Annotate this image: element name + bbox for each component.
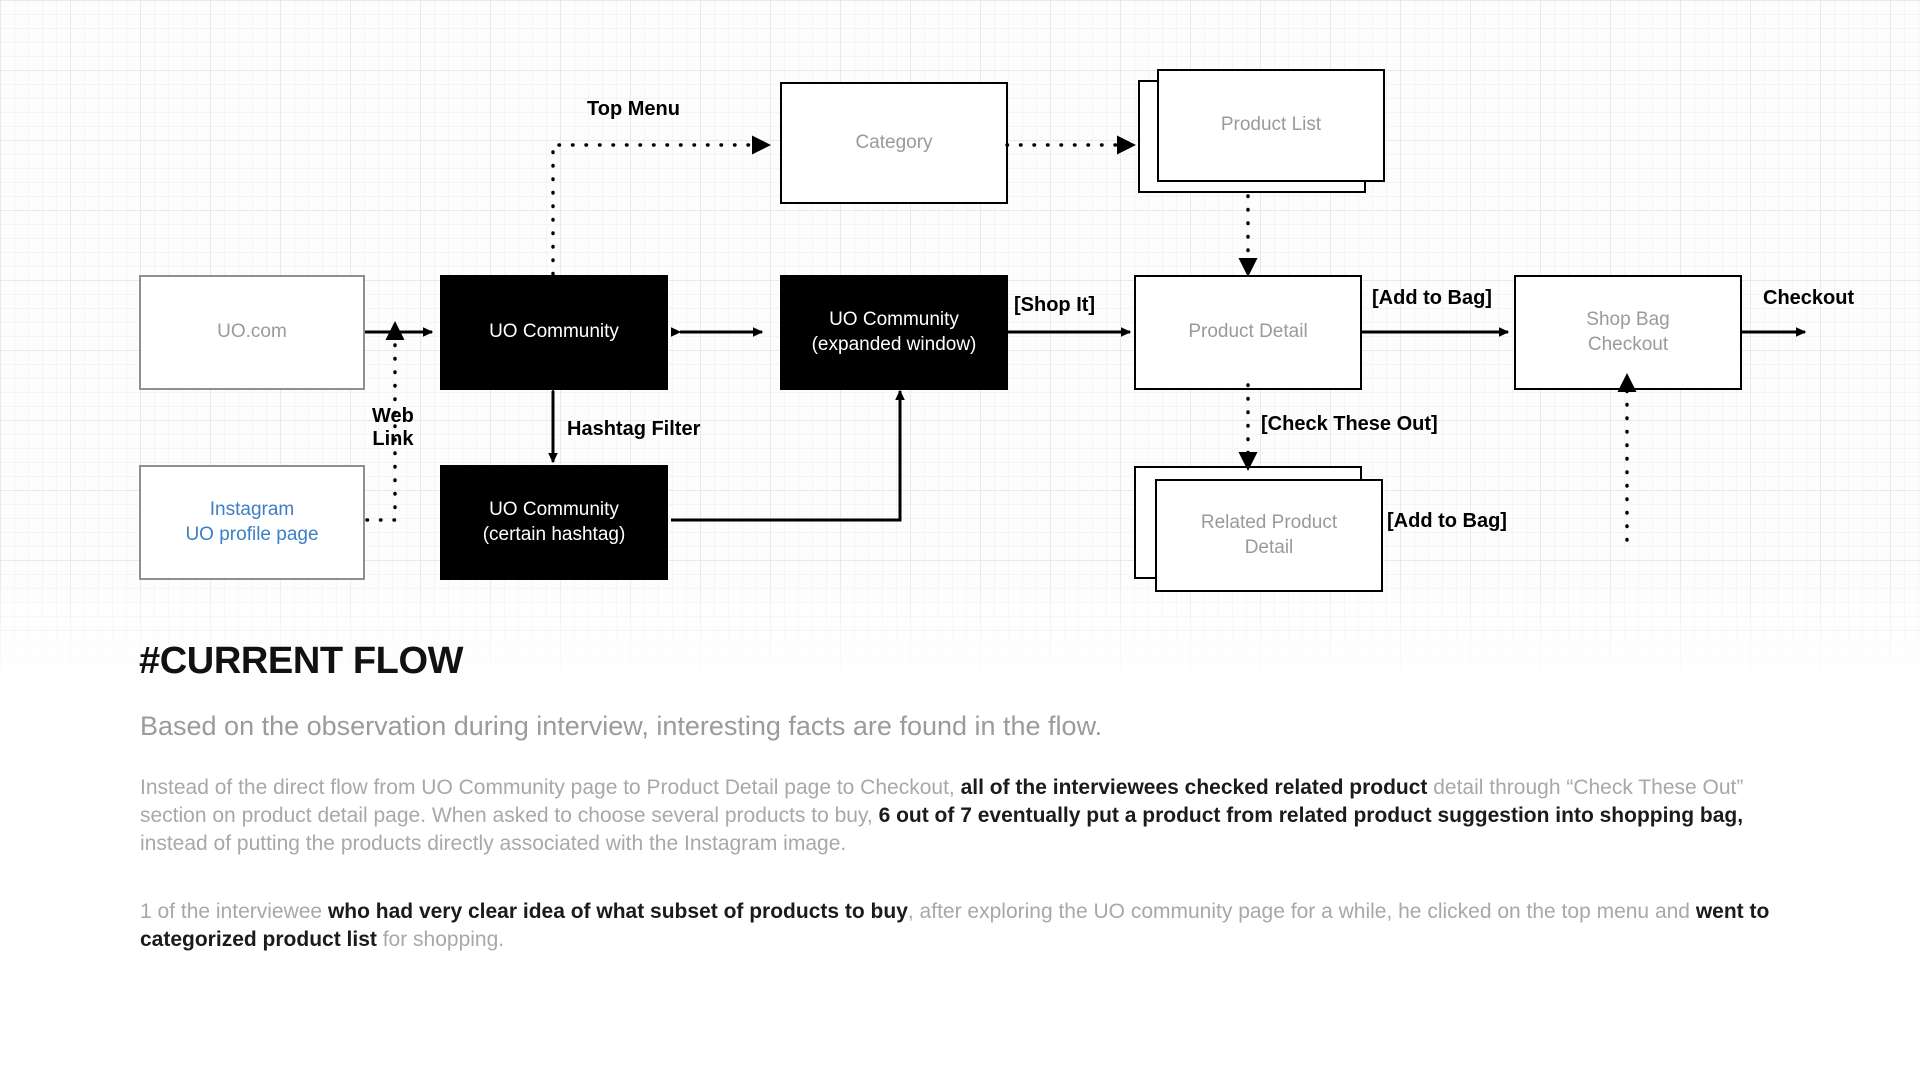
paragraph-two: 1 of the interviewee who had very clear …	[140, 898, 1780, 954]
emphasis-text: went to categorized product list	[140, 900, 1770, 951]
paragraph-one: Instead of the direct flow from UO Commu…	[140, 774, 1780, 858]
emphasis-text: 6 out of 7 eventually put a product from…	[878, 803, 1744, 827]
body-text: , after exploring the UO community page …	[907, 900, 1696, 923]
page-title: #CURRENT FLOW	[139, 640, 464, 682]
body-text: 1 of the interviewee	[140, 900, 328, 923]
diagram-connectors	[365, 135, 1807, 542]
edge-label-add-to-bag-related: [Add to Bag]	[1387, 510, 1507, 532]
body-text: instead of putting the products directly…	[140, 831, 847, 855]
emphasis-text: who had very clear idea of what subset o…	[327, 900, 908, 923]
body-text: for shopping.	[376, 927, 505, 951]
edge-label-web-link: Web Link	[372, 405, 414, 450]
body-text: Instead of the direct flow from UO Commu…	[140, 776, 961, 799]
section-subtitle: Based on the observation during intervie…	[140, 711, 1103, 741]
edge-label-shop-it: [Shop It]	[1014, 294, 1096, 316]
current-flow-diagram: UO.com Instagram UO profile page UO Comm…	[139, 69, 1855, 592]
edge-label-top-menu: Top Menu	[587, 98, 680, 120]
body-text: detail through “Check These Out” section…	[140, 776, 1744, 827]
edge-label-hashtag-filter: Hashtag Filter	[567, 418, 701, 440]
edge-label-checkout: Checkout	[1763, 287, 1855, 309]
edge-label-check-these-out: [Check These Out]	[1261, 413, 1438, 435]
edge-label-add-to-bag-primary: [Add to Bag]	[1372, 287, 1492, 309]
emphasis-text: all of the interviewees checked related …	[960, 776, 1428, 799]
